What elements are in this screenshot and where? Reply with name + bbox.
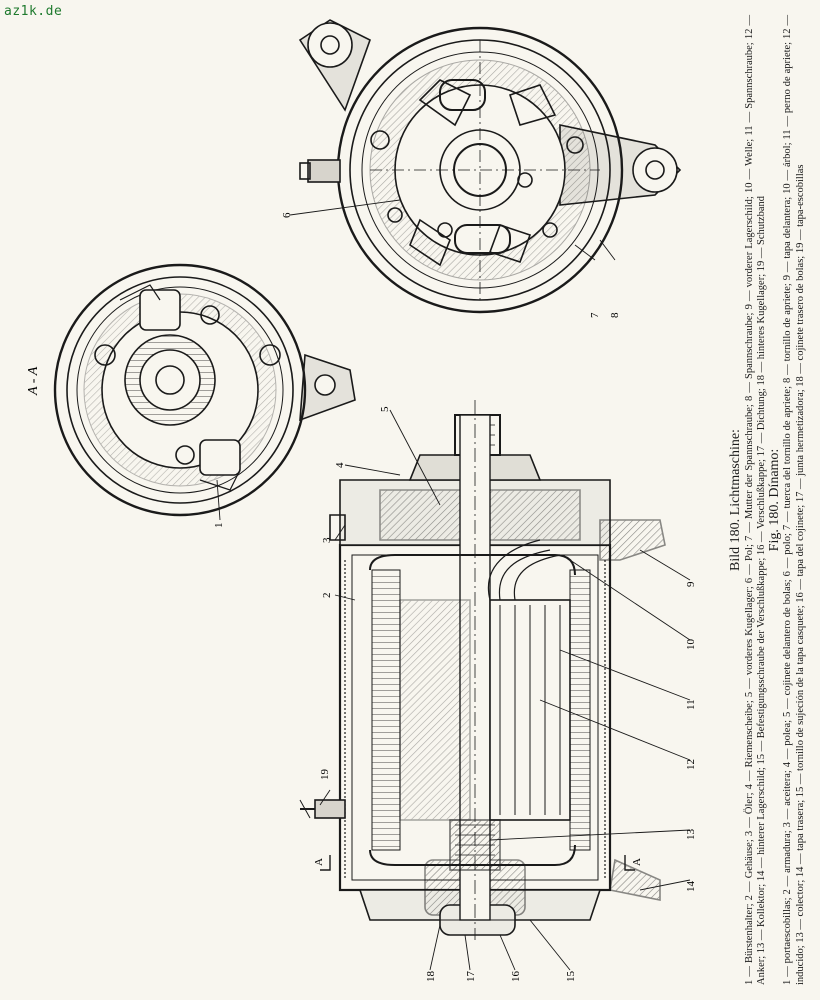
callout-6: 6 xyxy=(281,212,293,218)
callout-18: 18 xyxy=(425,971,437,983)
section-mark-left: A xyxy=(313,858,325,866)
caption-title-es: Fig. 180. Dínamo: xyxy=(766,448,782,552)
callout-12: 12 xyxy=(685,759,697,770)
top-end-view xyxy=(298,19,682,314)
callout-13: 13 xyxy=(685,829,697,841)
caption-text-es: 1 — portaescobillas; 2 — armadura; 3 — a… xyxy=(782,15,806,985)
callout-2: 2 xyxy=(321,593,333,599)
callout-19: 19 xyxy=(319,769,331,781)
watermark: az1k.de xyxy=(4,4,63,19)
section-mark-right: A xyxy=(631,858,643,866)
callout-1: 1 xyxy=(213,523,225,529)
callout-7: 7 xyxy=(589,312,601,318)
caption-title-de: Bild 180. Lichtmaschine: xyxy=(728,429,743,571)
callout-9: 9 xyxy=(685,581,697,587)
callout-16: 16 xyxy=(510,971,522,983)
leader-lines xyxy=(216,199,691,971)
callout-8: 8 xyxy=(609,312,621,318)
callout-11: 11 xyxy=(685,699,697,710)
callout-10: 10 xyxy=(685,639,697,651)
callout-4: 4 xyxy=(334,462,346,468)
callout-14: 14 xyxy=(685,881,697,893)
callout-3: 3 xyxy=(321,537,333,543)
caption-text-de: 1 — Bürstenhalter; 2 — Gehäuse; 3 — Öler… xyxy=(743,15,768,985)
callout-17: 17 xyxy=(465,971,477,983)
callout-labels: 1 2 3 4 5 6 7 8 9 10 11 12 13 14 15 16 1… xyxy=(26,212,697,982)
longitudinal-section xyxy=(299,400,666,940)
callout-5: 5 xyxy=(379,406,391,412)
figure-caption: Bild 180. Lichtmaschine: 1 — Bürstenhalt… xyxy=(728,15,820,985)
section-label: A - A xyxy=(26,366,41,396)
section-a-a-view xyxy=(53,263,356,517)
callout-15: 15 xyxy=(565,971,577,983)
